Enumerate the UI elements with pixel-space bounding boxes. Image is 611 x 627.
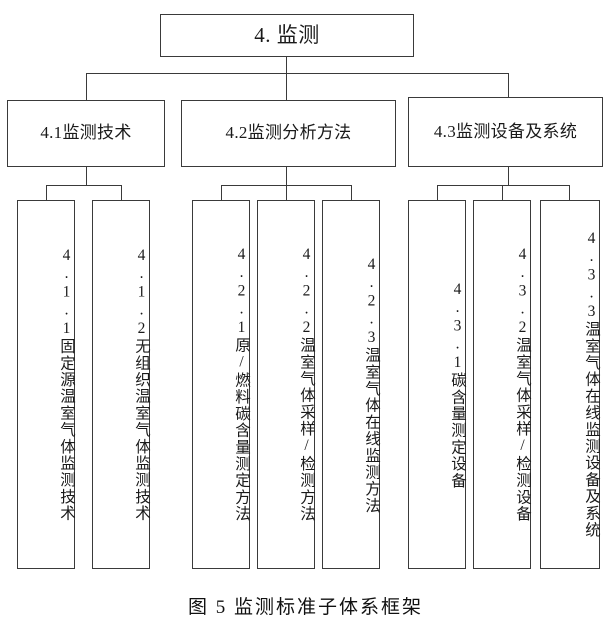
connector-bus-drop-3 [508,73,510,100]
node-leaf-4-1-2-label: 4.1.2无组织温室气体监测技术 [133,247,150,522]
connector-b2-stem [286,167,288,185]
connector-b2-drop-1 [221,185,223,200]
connector-root-stem [286,57,288,74]
node-leaf-4-2-2: 4.2.2温室气体采样/检测方法 [257,200,315,569]
connector-b1-stem [86,167,88,185]
connector-b1-bus [46,185,122,187]
node-root: 4. 监测 [160,14,414,57]
node-leaf-4-3-3-label: 4.3.3温室气体在线监测设备及系统 [583,230,600,539]
connector-b3-stem [508,167,510,185]
node-leaf-4-3-1: 4.3.1碳含量测定设备 [408,200,466,569]
node-leaf-4-2-1: 4.2.1原/燃料碳含量测定方法 [192,200,250,569]
node-leaf-4-1-1-label: 4.1.1固定源温室气体监测技术 [58,247,75,522]
connector-main-bus [86,73,509,75]
node-branch-1: 4.1监测技术 [7,100,165,167]
node-leaf-4-2-2-label: 4.2.2温室气体采样/检测方法 [298,246,315,523]
connector-b3-drop-3 [569,185,571,200]
node-root-label: 4. 监测 [254,22,320,47]
connector-b3-bus [437,185,570,187]
connector-b3-drop-1 [437,185,439,200]
node-leaf-4-2-3-label: 4.2.3温室气体在线监测方法 [363,255,380,514]
node-leaf-4-3-2-label: 4.3.2温室气体采样/检测设备 [514,246,531,523]
connector-b3-drop-2 [502,185,504,200]
node-leaf-4-3-2: 4.3.2温室气体采样/检测设备 [473,200,531,569]
node-branch-3-label: 4.3监测设备及系统 [433,121,578,141]
node-branch-3: 4.3监测设备及系统 [408,97,603,167]
connector-bus-drop-1 [86,73,88,100]
node-branch-2: 4.2监测分析方法 [181,100,396,167]
connector-b2-drop-3 [351,185,353,200]
connector-bus-drop-2 [286,73,288,100]
connector-b1-drop-1 [46,185,48,200]
figure-caption: 图 5 监测标准子体系框架 [187,597,423,618]
connector-b2-drop-2 [286,185,288,200]
node-leaf-4-3-1-label: 4.3.1碳含量测定设备 [449,280,466,489]
connector-b1-drop-2 [121,185,123,200]
node-leaf-4-1-1: 4.1.1固定源温室气体监测技术 [17,200,75,569]
node-leaf-4-1-2: 4.1.2无组织温室气体监测技术 [92,200,150,569]
node-leaf-4-2-3: 4.2.3温室气体在线监测方法 [322,200,380,569]
node-leaf-4-3-3: 4.3.3温室气体在线监测设备及系统 [540,200,600,569]
node-branch-1-label: 4.1监测技术 [40,123,132,143]
node-branch-2-label: 4.2监测分析方法 [225,123,352,143]
node-leaf-4-2-1-label: 4.2.1原/燃料碳含量测定方法 [233,246,250,523]
